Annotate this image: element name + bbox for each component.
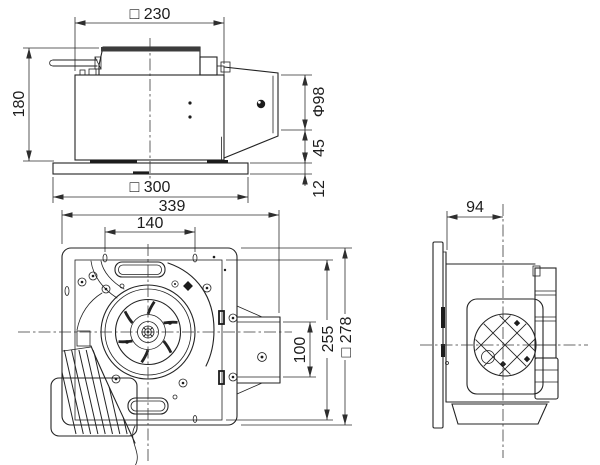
power-cable [49, 56, 102, 70]
dim-flange-width-label: □ 300 [130, 179, 171, 196]
mounting-slot [192, 415, 198, 423]
dim-plan-body-width-label: □ 278 [338, 317, 355, 358]
mounting-flange-front [52, 160, 249, 175]
side-view: 94 [420, 199, 588, 458]
plan-dimensions: 339 140 100 255 □ 278 [61, 198, 355, 426]
dim-inner-width-label: 255 [320, 326, 337, 353]
top-vent-slot [114, 261, 166, 278]
side-clip [76, 330, 91, 347]
duct-spigot-side [532, 265, 559, 400]
plan-view: 339 140 100 255 □ 278 [18, 198, 355, 465]
body-plate-plan [61, 247, 238, 426]
duct-spigot-front [220, 61, 279, 159]
front-elevation-view: □ 230 180 □ 300 Φ98 45 12 [11, 6, 328, 203]
dim-body-height-label: 180 [11, 91, 28, 118]
bottom-tray [451, 403, 548, 425]
louver-fins [50, 345, 138, 444]
screws [77, 271, 267, 400]
dim-mount-pitch-label: 140 [137, 215, 164, 232]
side-dimensions: 94 [446, 199, 503, 250]
mounting-hole [192, 253, 198, 263]
dim-flange-thickness-label: 12 [311, 180, 328, 198]
front-dimensions: □ 230 180 □ 300 Φ98 45 12 [11, 6, 328, 203]
fan-body-side [442, 251, 550, 425]
damper-knob [481, 350, 495, 364]
motor-housing [79, 46, 225, 76]
dim-overall-length-label: 339 [159, 198, 186, 215]
dim-duct-offset-label: 45 [311, 139, 328, 157]
damper-screw [256, 99, 266, 109]
dim-recess-depth-label: 94 [466, 199, 484, 216]
dim-body-width-label: □ 230 [130, 6, 171, 23]
dim-duct-diameter-label: Φ98 [311, 87, 328, 118]
mounting-hole [102, 253, 108, 263]
fan-body-front [74, 74, 225, 161]
dim-outlet-width-label: 100 [292, 337, 309, 364]
volute-scroll [76, 260, 215, 367]
duct-outlet-plan [236, 305, 281, 395]
mounting-slot [64, 286, 70, 296]
break-line [132, 425, 138, 465]
